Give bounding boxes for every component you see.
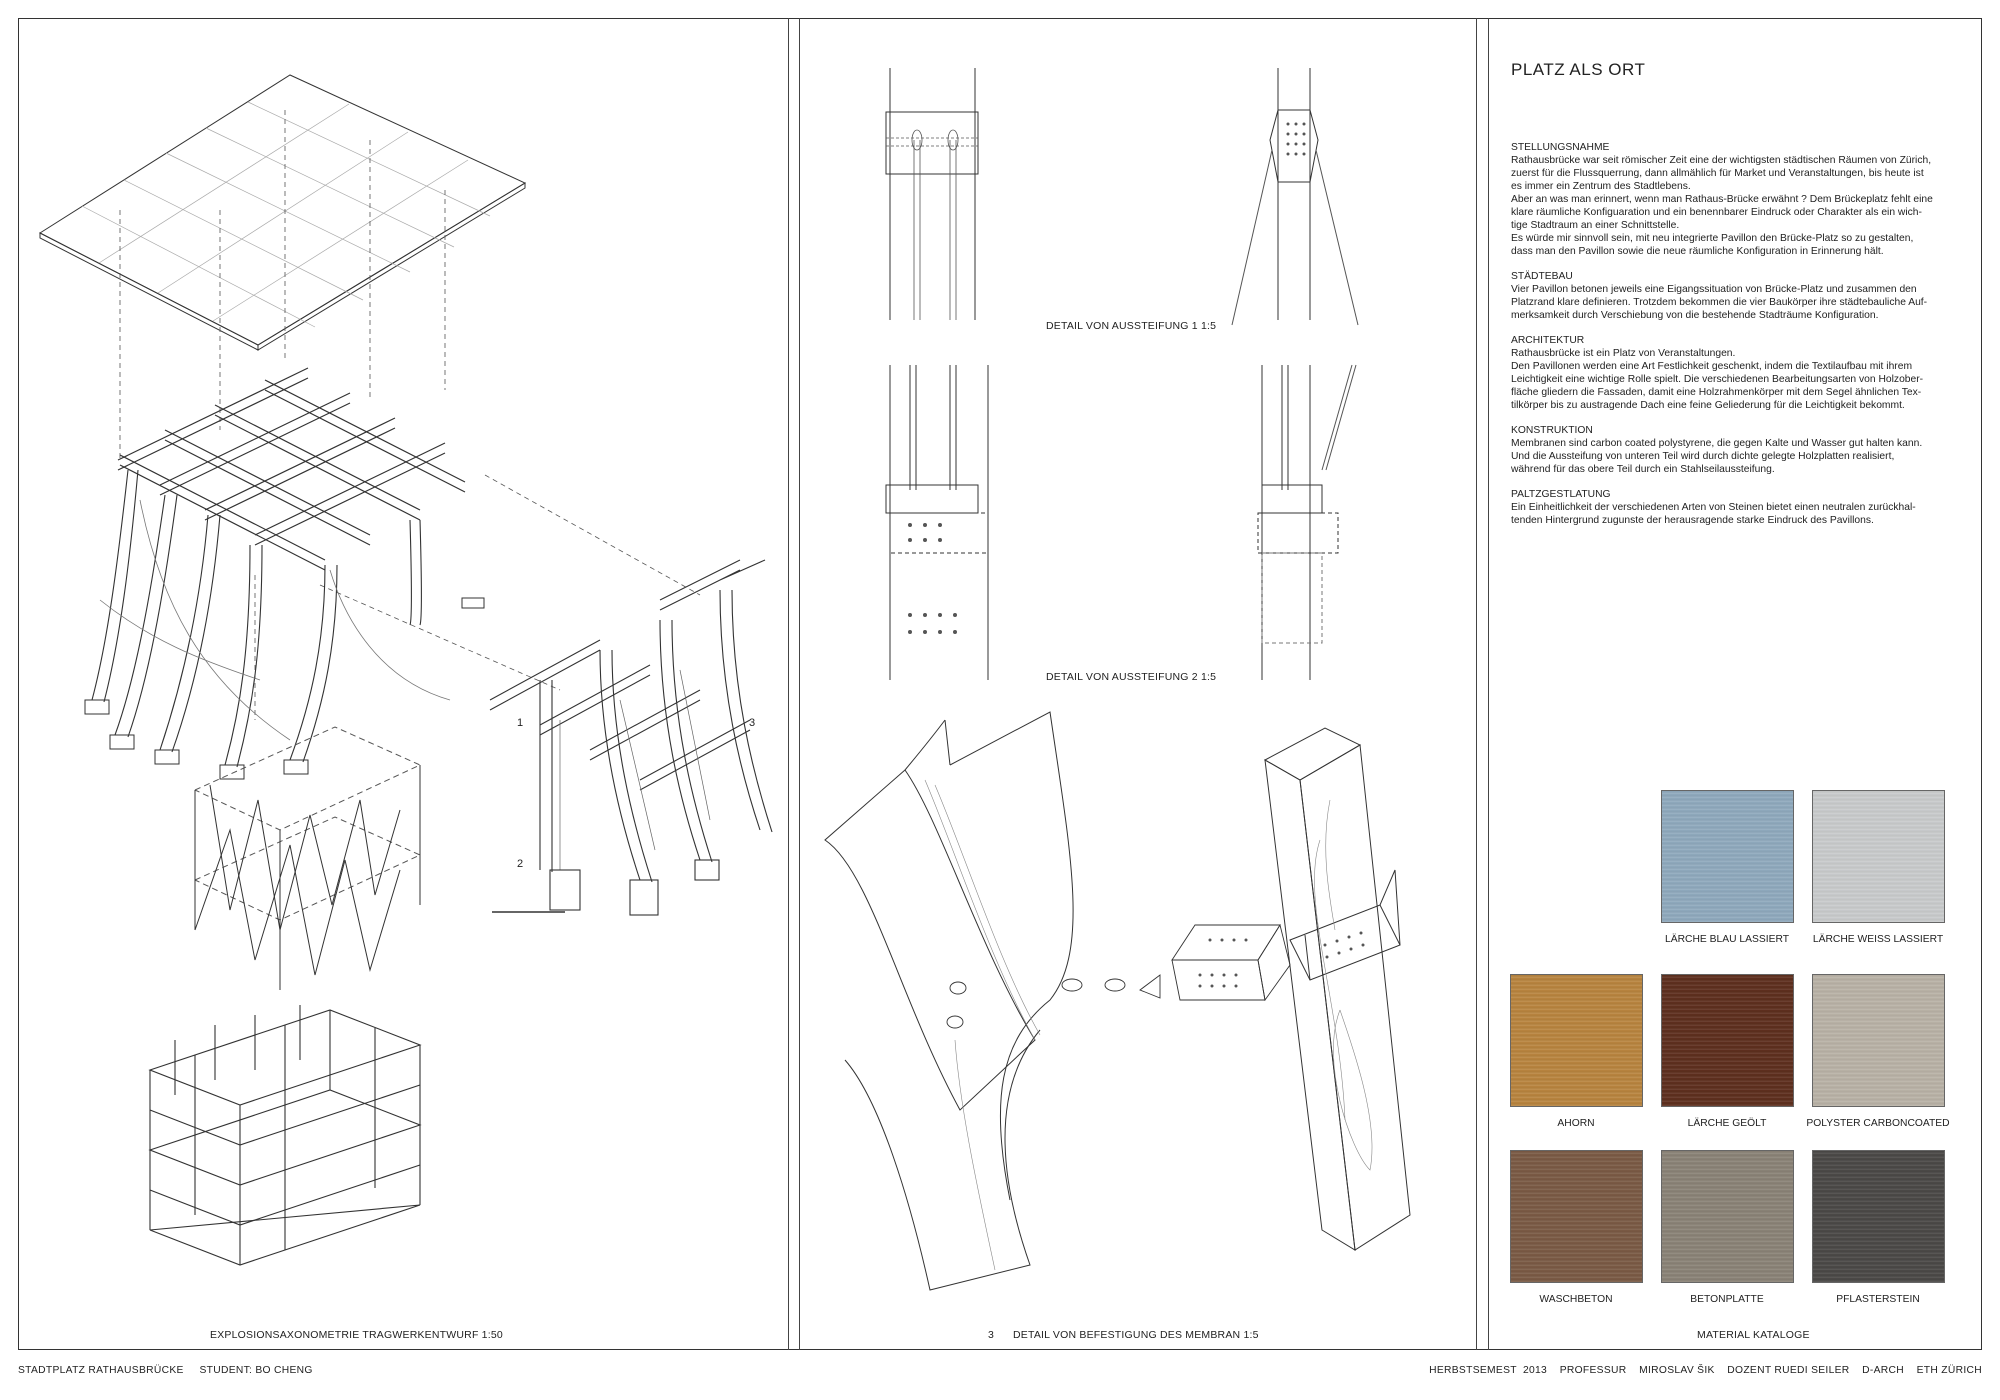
roof-plate [38, 74, 527, 351]
section-konstruktion: KONSTRUKTION Membranen sind carbon coate… [1511, 424, 1951, 476]
section-heading: PALTZGESTLATUNG [1511, 489, 1611, 500]
panel-divider-2 [799, 18, 800, 1350]
section-staedtebau: STÄDTEBAU Vier Pavillon betonen jeweils … [1511, 270, 1951, 322]
detail-aussteifung-1 [885, 68, 1359, 326]
panel-divider-1 [788, 18, 789, 1350]
swatch-pflasterstein [1812, 1150, 1945, 1283]
panel-divider-4 [1488, 18, 1489, 1350]
caption-explosion: EXPLOSIONSAXONOMETRIE TRAGWERKENTWURF 1:… [210, 1329, 503, 1341]
caption-detail-2: DETAIL VON AUSSTEIFUNG 2 1:5 [1046, 671, 1217, 683]
swatch-label: WASCHBETON [1539, 1294, 1613, 1305]
description-text: STELLUNGSNAHME Rathausbrücke war seit rö… [1511, 141, 1951, 539]
marker-1: 1 [517, 717, 524, 729]
detail-aussteifung-2 [885, 364, 1357, 680]
footer-right: HERBSTSEMEST 2013 PROFESSUR MIROSLAV ŠIK… [1429, 1365, 1982, 1376]
section-heading: ARCHITEKTUR [1511, 335, 1585, 346]
marker-3: 3 [749, 717, 756, 729]
swatch-laerche-weiss [1812, 790, 1945, 923]
panel-divider-3 [1476, 18, 1477, 1350]
detail-membrane-fixing [824, 711, 1411, 1291]
sheet-frame [18, 18, 1982, 1350]
section-body: Rathausbrücke ist ein Platz von Veransta… [1511, 348, 1924, 411]
swatch-waschbeton [1510, 1150, 1643, 1283]
marker-2: 2 [517, 858, 524, 870]
swatch-laerche-blau [1661, 790, 1794, 923]
caption-detail-3: DETAIL VON BEFESTIGUNG DES MEMBRAN 1:5 [1013, 1329, 1259, 1341]
swatch-label: PFLASTERSTEIN [1836, 1294, 1920, 1305]
swatch-label: BETONPLATTE [1690, 1294, 1764, 1305]
swatch-label: LÄRCHE WEISS LASSIERT [1812, 934, 1944, 945]
section-body: Membranen sind carbon coated polystyrene… [1511, 438, 1923, 475]
swatch-label: LÄRCHE BLAU LASSIERT [1665, 934, 1789, 945]
swatch-ahorn [1510, 974, 1643, 1107]
side-frames-exploded [489, 559, 773, 916]
section-body: Rathausbrücke war seit römischer Zeit ei… [1511, 155, 1933, 257]
caption-detail-3-number: 3 [988, 1329, 995, 1341]
caption-material-catalog: MATERIAL KATALOGE [1697, 1329, 1810, 1341]
swatch-label: POLYSTER CARBONCOATED [1806, 1118, 1950, 1129]
swatch-label: AHORN [1557, 1118, 1595, 1129]
timber-grid-frame [84, 367, 485, 780]
section-body: Vier Pavillon betonen jeweils eine Eigan… [1511, 284, 1928, 321]
section-body: Ein Einheitlichkeit der verschiedenen Ar… [1511, 502, 1916, 526]
swatch-label: LÄRCHE GEÖLT [1687, 1118, 1767, 1129]
section-heading: STÄDTEBAU [1511, 271, 1573, 282]
page-title: PLATZ ALS ORT [1511, 60, 1646, 79]
section-stellungsnahme: STELLUNGSNAHME Rathausbrücke war seit rö… [1511, 141, 1951, 258]
section-heading: KONSTRUKTION [1511, 425, 1593, 436]
footer-left: STADTPLATZ RATHAUSBRÜCKE STUDENT: BO CHE… [18, 1365, 313, 1376]
caption-detail-1: DETAIL VON AUSSTEIFUNG 1 1:5 [1046, 320, 1217, 332]
section-platzgestaltung: PALTZGESTLATUNG Ein Einheitlichkeit der … [1511, 488, 1951, 527]
section-heading: STELLUNGSNAHME [1511, 142, 1610, 153]
swatch-polyster [1812, 974, 1945, 1107]
swatch-laerche-geoelt [1661, 974, 1794, 1107]
base-frame-shelving [148, 1005, 422, 1266]
section-architektur: ARCHITEKTUR Rathausbrücke ist ein Platz … [1511, 334, 1951, 412]
zigzag-bracing-layer [194, 726, 422, 990]
explosion-lines [119, 110, 701, 720]
swatch-betonplatte [1661, 1150, 1794, 1283]
